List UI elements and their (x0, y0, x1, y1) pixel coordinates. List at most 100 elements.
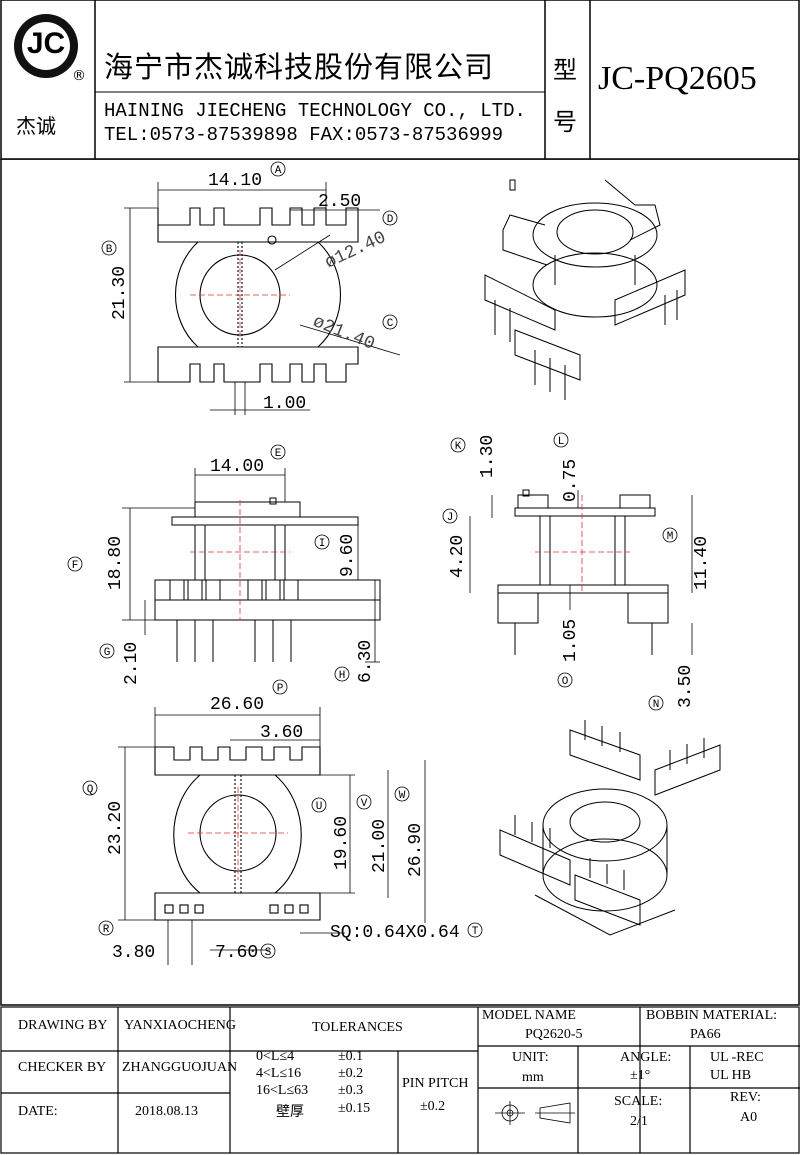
label-o: O (562, 676, 569, 688)
label-r: R (103, 924, 110, 936)
dim-side-base: 1.05 (561, 619, 581, 662)
top-view-left-arc (174, 241, 199, 348)
label-l: L (558, 436, 565, 448)
drawing-by-label: DRAWING BY (18, 1018, 108, 1033)
dim-front-width: 14.00 (210, 457, 264, 477)
checker-by-value: ZHANGGUOJUAN (122, 1060, 238, 1075)
tol-value-3: ±0.3 (338, 1083, 364, 1098)
scale-value: 2/1 (630, 1114, 648, 1129)
isometric-view-bottom (499, 720, 721, 936)
tol-range-4: 壁厚 (276, 1104, 304, 1120)
scale-label: SCALE: (614, 1094, 663, 1109)
label-d: D (387, 214, 394, 226)
dim-side-flange: 0.75 (561, 459, 581, 502)
label-v: V (361, 798, 368, 810)
label-e: E (275, 448, 282, 460)
dim-top-width: 14.10 (208, 171, 262, 191)
date-value: 2018.08.13 (135, 1104, 198, 1119)
label-u: U (316, 801, 323, 813)
dim-bottom-center: 3.60 (260, 723, 303, 743)
dim-front-mid: 9.60 (338, 534, 358, 577)
ul-rating-1: UL -REC (710, 1050, 764, 1065)
label-f: F (72, 560, 79, 572)
dim-bottom-outer: 26.90 (406, 823, 426, 877)
type-label-2: 号 (553, 108, 577, 136)
dim-side-mid: 4.20 (448, 535, 468, 578)
label-t: T (472, 926, 479, 938)
dim-top-inner-dia: ø12.40 (322, 228, 389, 274)
dim-top-height: 21.30 (110, 266, 130, 320)
unit-label: UNIT: (512, 1050, 549, 1065)
angle-value: ±1° (630, 1068, 651, 1083)
drawing-area (0, 159, 800, 1006)
dim-top-slot: 2.50 (318, 192, 361, 212)
logo-inner-circle (22, 22, 70, 70)
dim-front-base: 2.10 (122, 642, 142, 685)
logo-cn-name: 杰诚 (16, 114, 56, 138)
tol-value-2: ±0.2 (338, 1066, 364, 1081)
tol-value-1: ±0.1 (338, 1049, 364, 1064)
dim-bottom-pin-sq: SQ:0.64X0.64 (330, 923, 460, 943)
angle-label: ANGLE: (620, 1050, 672, 1065)
label-c: C (387, 318, 394, 330)
label-w: W (399, 790, 406, 802)
checker-by-label: CHECKER BY (18, 1060, 107, 1075)
tol-range-1: 0<L≤4 (256, 1049, 295, 1064)
ul-rating-2: UL HB (710, 1068, 752, 1083)
side-view: 1.30 0.75 4.20 11.40 1.05 3.50 K L J M N… (442, 432, 712, 711)
rev-label: REV: (730, 1090, 761, 1105)
dim-bottom-width: 26.60 (210, 695, 264, 715)
dim-bottom-pin-left: 3.80 (112, 943, 155, 963)
tolerances-label: TOLERANCES (312, 1020, 403, 1035)
label-i: I (319, 538, 326, 550)
top-view-lower-flange (157, 346, 359, 383)
dim-side-total: 11.40 (692, 536, 712, 590)
dim-bottom-height: 23.20 (106, 801, 126, 855)
bobbin-material-label: BOBBIN MATERIAL: (646, 1008, 778, 1023)
rev-value: A0 (740, 1110, 758, 1125)
label-q: Q (87, 784, 94, 796)
top-view-upper-flange (157, 207, 359, 243)
company-logo: JC ® 杰诚 (10, 10, 86, 150)
tol-value-4: ±0.15 (338, 1101, 371, 1116)
date-label: DATE: (18, 1104, 58, 1119)
unit-value: mm (522, 1070, 544, 1085)
logo-registered-mark: ® (72, 68, 86, 84)
dim-bottom-inner: 19.60 (332, 816, 352, 870)
dim-bottom-mid: 21.00 (370, 819, 390, 873)
top-view: 14.10 2.50 21.30 ø12.40 ø21.40 1.00 A B … (101, 161, 401, 415)
label-j: J (447, 512, 454, 524)
bobbin-material-value: PA66 (690, 1027, 721, 1042)
pin-pitch-value: ±0.2 (420, 1099, 446, 1114)
company-contact: TEL:0573-87539898 FAX:0573-87536999 (104, 124, 504, 146)
company-name-en: HAINING JIECHENG TECHNOLOGY CO., LTD. (104, 100, 526, 122)
isometric-view-top (484, 179, 686, 400)
dim-bottom-pin-gap: 7.60 (215, 943, 258, 963)
front-view: 14.00 18.80 9.60 2.10 6.30 E F G H I (67, 444, 381, 685)
dim-front-height: 18.80 (106, 536, 126, 590)
type-label-1: 型 (553, 56, 577, 84)
label-k: K (455, 441, 462, 453)
label-h: H (339, 670, 346, 682)
title-block-frame (0, 1006, 800, 1154)
tol-range-2: 4<L≤16 (256, 1066, 302, 1081)
dim-top-outer-dia: ø21.40 (310, 312, 378, 355)
bottom-view: 26.60 3.60 23.20 19.60 21.00 26.90 3.80 … (82, 679, 483, 965)
label-p: P (277, 683, 284, 695)
part-number: JC-PQ2605 (598, 60, 757, 97)
label-a: A (275, 165, 282, 177)
bottom-view-lower-flange (154, 892, 321, 921)
model-name-label: MODEL NAME (482, 1008, 576, 1023)
bottom-view-upper-flange (154, 746, 321, 776)
label-m: M (667, 531, 674, 543)
dim-front-pin: 6.30 (356, 640, 376, 683)
tol-range-3: 16<L≤63 (256, 1083, 309, 1098)
model-name-value: PQ2620-5 (525, 1027, 583, 1042)
dim-side-pin: 3.50 (676, 665, 696, 708)
drawing-by-value: YANXIAOCHENG (124, 1018, 236, 1033)
label-g: G (104, 647, 111, 659)
company-name-cn: 海宁市杰诚科技股份有限公司 (104, 50, 495, 84)
dim-top-gap: 1.00 (263, 394, 306, 414)
logo-text: JC (26, 27, 66, 60)
projection-symbol (495, 1101, 575, 1125)
